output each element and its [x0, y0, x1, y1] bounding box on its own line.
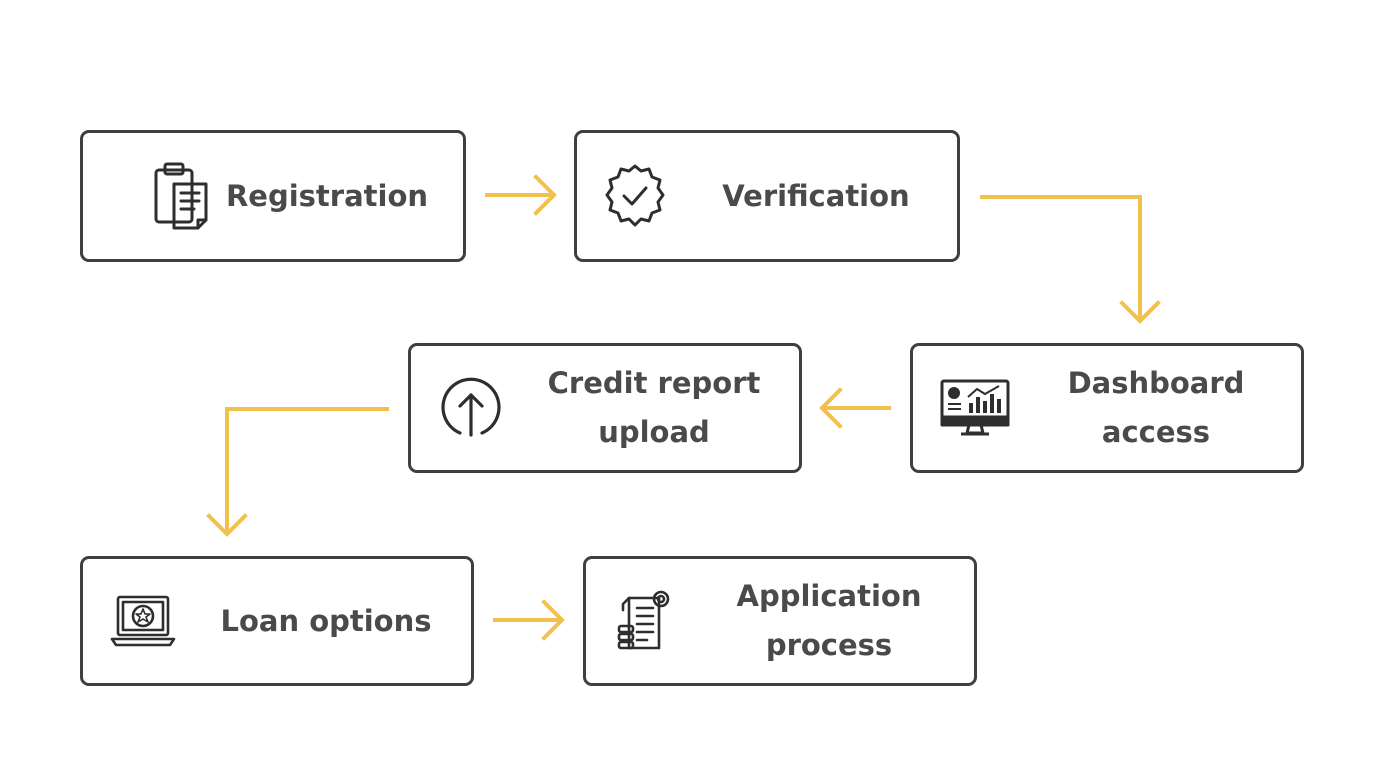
step-dashboard-access: Dashboard access [910, 343, 1304, 473]
step-label-line: Dashboard [1067, 366, 1245, 400]
step-label-line: Registration [225, 178, 429, 213]
step-credit-report-upload: Credit report upload [408, 343, 802, 473]
arrow-credit-report-to-loan-options [206, 407, 389, 537]
verified-badge-icon [599, 160, 671, 232]
laptop-star-icon [107, 585, 179, 657]
arrow-verification-to-dashboard [980, 195, 1161, 324]
step-label-line: Application [736, 579, 922, 613]
step-label: Dashboard access [1031, 346, 1281, 470]
step-label-line: Credit report [547, 366, 761, 400]
upload-circle-icon [435, 372, 507, 444]
step-loan-options: Loan options [80, 556, 474, 686]
step-label-line: Loan options [220, 603, 432, 638]
arrow-registration-to-verification [485, 174, 557, 216]
arrow-loan-options-to-application [493, 599, 565, 641]
step-label: Registration [211, 133, 443, 259]
arrow-dashboard-to-credit-report [819, 387, 891, 429]
clipboard-icon [149, 160, 221, 232]
step-verification: Verification [574, 130, 960, 262]
dashboard-monitor-icon [939, 372, 1011, 444]
step-label: Loan options [201, 559, 451, 683]
step-label: Application process [704, 559, 954, 683]
step-label-line: access [1101, 415, 1211, 449]
step-application-process: Application process [583, 556, 977, 686]
step-label: Verification [695, 133, 937, 259]
application-document-icon [610, 585, 682, 657]
step-label-line: Verification [722, 178, 910, 213]
step-label-line: process [765, 628, 893, 662]
step-label-line: upload [598, 415, 710, 449]
step-registration: Registration [80, 130, 466, 262]
step-label: Credit report upload [529, 346, 779, 470]
